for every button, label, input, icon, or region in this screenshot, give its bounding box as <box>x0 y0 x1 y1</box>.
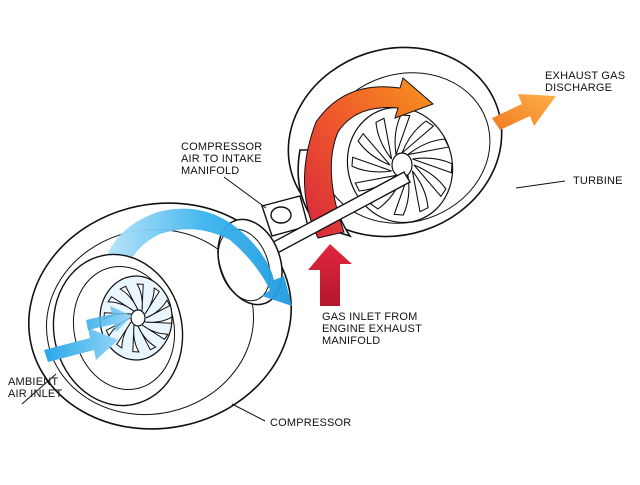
blade <box>141 324 169 340</box>
blade <box>132 324 140 353</box>
blade <box>351 156 392 173</box>
label-gas-inlet-from-engine-exhaust-manifold: GAS INLET FROM ENGINE EXHAUST MANIFOLD <box>322 311 422 347</box>
blade <box>357 132 391 166</box>
label-line: TURBINE <box>573 175 623 187</box>
label-line: AMBIENT <box>8 376 59 388</box>
label-line: EXHAUST GAS <box>545 70 626 82</box>
leader-lines <box>21 176 566 422</box>
blade <box>107 296 135 312</box>
blade <box>413 164 447 198</box>
blade <box>144 287 160 315</box>
label-line: COMPRESSOR <box>270 417 352 429</box>
blade <box>411 170 429 213</box>
hot-gas-flow-path <box>304 77 434 239</box>
blade <box>412 157 453 174</box>
gas-inlet-arrow <box>308 244 352 306</box>
label-line: AIR TO INTAKE <box>181 153 262 165</box>
blade <box>375 117 393 160</box>
ambient-air-inlet-arrows <box>44 306 132 362</box>
label-line: AIR INLET <box>8 388 63 400</box>
label-line: GAS INLET FROM <box>322 311 418 323</box>
label-line: DISCHARGE <box>545 82 613 94</box>
label-ambient-air-inlet: AMBIENT AIR INLET <box>8 376 62 400</box>
label-line: ENGINE EXHAUST <box>322 323 422 335</box>
exhaust-discharge-arrow <box>492 94 556 130</box>
label-compressor: COMPRESSOR <box>270 417 351 429</box>
blade <box>145 299 171 319</box>
blade <box>119 285 139 311</box>
label-compressor-air-to-intake-manifold: COMPRESSOR AIR TO INTAKE MANIFOLD <box>181 141 262 177</box>
label-line: MANIFOLD <box>322 335 381 347</box>
blade <box>401 120 435 154</box>
blade <box>407 138 450 156</box>
blade <box>144 316 173 324</box>
label-turbine: TURBINE <box>573 175 623 187</box>
label-exhaust-gas-discharge: EXHAUST GAS DISCHARGE <box>545 70 625 94</box>
compressed-air-flow-path <box>100 208 292 306</box>
blade <box>136 283 144 312</box>
blade <box>116 321 132 349</box>
label-line: MANIFOLD <box>181 165 240 177</box>
label-line: COMPRESSOR <box>181 141 263 153</box>
blade <box>137 325 157 351</box>
center-housing <box>261 195 309 237</box>
